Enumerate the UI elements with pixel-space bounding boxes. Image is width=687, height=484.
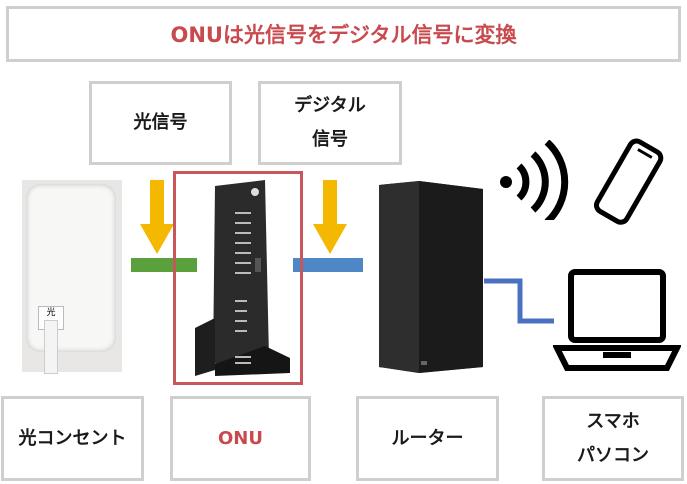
optical-signal-label: 光信号 <box>133 112 188 133</box>
laptop-icon <box>553 269 681 371</box>
router-device-icon <box>379 181 483 373</box>
digital-signal-bar <box>293 258 363 272</box>
onu-highlight-frame <box>173 171 303 385</box>
optical-signal-bar <box>131 258 197 272</box>
smartphone-icon <box>593 138 664 225</box>
outlet-body: 光 <box>26 184 116 352</box>
wifi-icon <box>500 140 569 220</box>
digital-signal-label-line2: 信号 <box>312 129 348 150</box>
outlet-port-label: 光 <box>46 308 56 318</box>
outlet-label: 光コンセント <box>18 427 127 449</box>
smartphone-label: スマホ <box>586 410 640 432</box>
onu-label: ONU <box>218 427 263 449</box>
onu-device-icon <box>195 180 290 376</box>
router-label-box: ルーター <box>356 396 499 481</box>
down-arrow-icon <box>313 180 347 254</box>
fiber-cable <box>44 320 58 374</box>
lan-cable-line <box>484 278 554 324</box>
onu-label-box: ONU <box>170 396 311 481</box>
router-label: ルーター <box>391 427 464 449</box>
optical-outlet-image: 光 <box>22 180 122 374</box>
optical-signal-box: 光信号 <box>89 81 232 165</box>
digital-signal-box: デジタル 信号 <box>258 81 402 165</box>
title-text: ONUは光信号をデジタル信号に変換 <box>170 23 517 47</box>
title-banner: ONUは光信号をデジタル信号に変換 <box>6 6 681 62</box>
digital-signal-label-line1: デジタル <box>294 95 366 116</box>
pc-label: パソコン <box>577 444 649 466</box>
outlet-label-box: 光コンセント <box>1 396 144 481</box>
down-arrow-icon <box>140 180 174 254</box>
client-label-box: スマホ パソコン <box>542 396 684 481</box>
